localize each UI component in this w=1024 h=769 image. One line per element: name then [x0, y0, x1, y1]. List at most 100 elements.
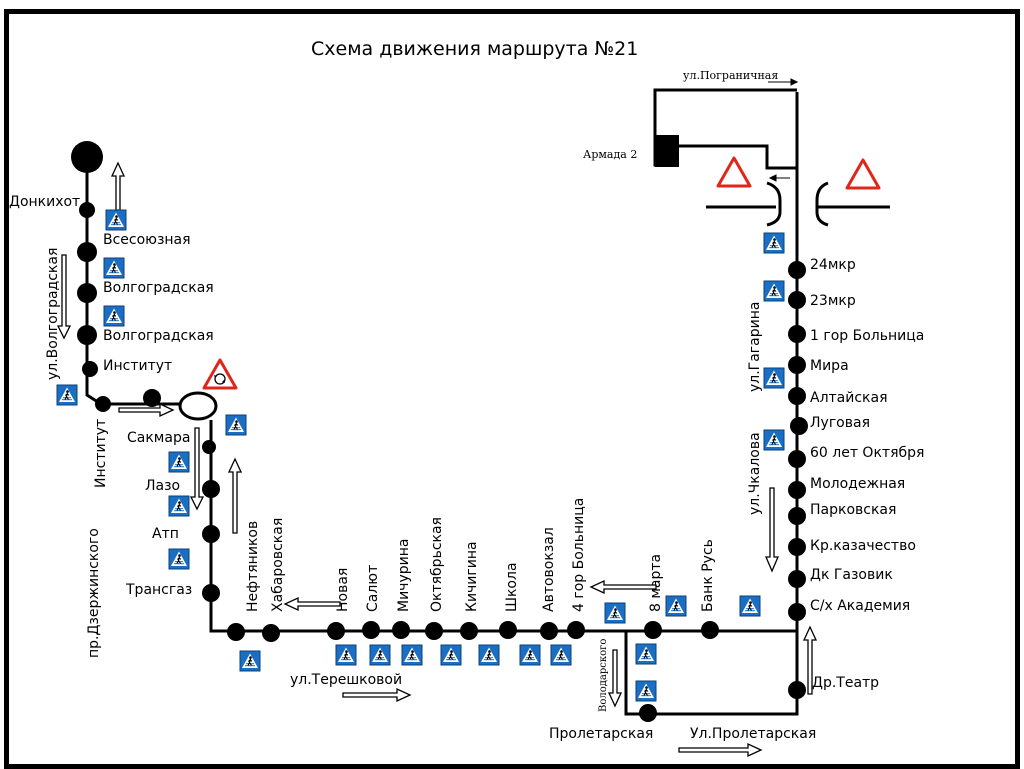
stop-dot-institut [82, 361, 98, 377]
stop-label-kichigina: Кичигина [464, 541, 480, 612]
stop-label-transgaz: Трансгаз [125, 582, 192, 598]
stop-dot-dr-teatr [788, 681, 806, 699]
pedestrian-crossing-icon [335, 644, 357, 666]
stop-dot-michurina [392, 621, 410, 639]
stop-label-atp: Атп [152, 526, 179, 542]
pedestrian-crossing-icon [478, 644, 500, 666]
pedestrian-crossing-icon [369, 644, 391, 666]
stop-dot-avtovokzal [540, 622, 558, 640]
warning-triangle-icon [845, 158, 881, 190]
stop-dot-salyut [362, 621, 380, 639]
stop-dot-shkola [499, 621, 517, 639]
stop-label-molodezhnaya: Молодежная [810, 476, 905, 492]
stop-label-kr-kazachestvo: Кр.казачество [810, 538, 916, 554]
stop-label-mira: Мира [810, 358, 849, 374]
street-label-proletarskaya: Ул.Пролетарская [690, 726, 816, 742]
street-label-institut: Институт [93, 419, 109, 488]
stop-dot-23mkr [788, 291, 806, 309]
stop-label-shkola: Школа [504, 562, 520, 612]
street-label-volgogradskaya: ул.Волгоградская [45, 248, 61, 380]
stop-dot-sakmara [202, 440, 216, 454]
terminal-stop [71, 141, 103, 173]
pedestrian-crossing-icon [239, 650, 261, 672]
stop-label-altayskaya: Алтайская [810, 390, 888, 406]
stop-dot-parkovskaya [788, 507, 806, 525]
street-label-tereshkovoy: ул.Терешковой [290, 672, 402, 688]
stop-dot-bank-rus [701, 621, 719, 639]
stop-label-volgogradskaya-1: Волгоградская [103, 280, 214, 296]
street-label-pogranichnaya: ул.Пограничная [683, 69, 778, 82]
stop-dot-volgogradskaya-2 [77, 325, 97, 345]
stop-label-oktyabrskaya: Октябрьская [429, 517, 445, 612]
arrow-up-icon [110, 161, 126, 211]
stop-label-michurina: Мичурина [396, 539, 412, 612]
stop-label-1-gor-bolnica: 1 гор Больница [810, 328, 924, 344]
stop-label-dr-teatr: Др.Театр [812, 675, 879, 691]
stop-dot-1-gor-bolnica [788, 325, 806, 343]
stop-label-avtovokzal: Автовокзал [541, 527, 557, 612]
pedestrian-crossing-icon [550, 644, 572, 666]
arrow-down-icon [765, 487, 779, 573]
pedestrian-crossing-icon [763, 429, 785, 451]
armada-label: Армада 2 [583, 148, 637, 161]
junction-roads [706, 181, 890, 227]
stop-dots [77, 202, 808, 722]
stop-dot-donkihot [79, 202, 95, 218]
stop-dot-60-let-oktyabrya [788, 450, 806, 468]
stop-label-institut: Институт [103, 358, 172, 374]
diagram-frame [4, 9, 1020, 769]
pedestrian-crossing-icon [401, 644, 423, 666]
pedestrian-crossing-icon [103, 305, 125, 327]
stop-label-dk-gazovik: Дк Газовик [810, 567, 893, 583]
roundabout [178, 391, 218, 421]
pedestrian-crossing-icon [635, 643, 657, 665]
stop-label-lazo: Лазо [145, 478, 180, 494]
stop-label-sakmara: Сакмара [127, 430, 190, 446]
stop-label-vsesoyuznaya: Всесоюзная [103, 232, 191, 248]
arrow-left-icon [589, 579, 657, 595]
stop-label-bank-rus: Банк Русь [700, 539, 716, 612]
stop-label-neftyanikov: Нефтяников [245, 521, 261, 612]
stop-label-parkovskaya: Парковская [810, 502, 896, 518]
pedestrian-crossing-icon [763, 232, 785, 254]
pedestrian-crossing-icon [665, 595, 687, 617]
thin-arrow-icons [768, 78, 799, 182]
stop-dot-atp [202, 525, 220, 543]
stop-dot-mira [788, 356, 806, 374]
stop-dot-proletarskaya [639, 704, 657, 722]
stop-dot-habarovskaya [262, 624, 280, 642]
diagram-title: Схема движения маршрута №21 [311, 38, 638, 60]
stop-label-8-marta: 8 марта [648, 554, 664, 612]
pedestrian-crossing-icon [604, 602, 626, 624]
stop-dot-molodezhnaya [788, 481, 806, 499]
street-label-gagarina: ул.Гагарина [747, 302, 763, 392]
warning-triangle-icon [716, 156, 752, 188]
street-label-dzerzhinskogo: пр.Дзержинского [86, 528, 102, 658]
stop-label-24mkr: 24мкр [810, 257, 856, 273]
direction-arrow-icons [56, 161, 818, 758]
stop-dot-lugovaya [790, 417, 808, 435]
pedestrian-crossing-icon [105, 209, 127, 231]
stop-dot-transgaz [202, 584, 220, 602]
stop-dot-24mkr [788, 261, 806, 279]
roundabout-warning-icon [202, 358, 238, 390]
stop-dot-novaya [327, 622, 345, 640]
stop-dot-volgogradskaya-1 [77, 283, 97, 303]
stop-dot-kr-kazachestvo [788, 538, 806, 556]
pedestrian-crossing-icon [635, 680, 657, 702]
street-label-volodarskogo: Володарского [598, 639, 609, 712]
stop-label-23mkr: 23мкр [810, 293, 856, 309]
stop-dot-lazo [202, 480, 220, 498]
pedestrian-crossing-icon [56, 384, 78, 406]
stop-dot-institut-2 [95, 396, 111, 412]
stop-dot-dk-gazovik [788, 570, 806, 588]
pedestrian-crossing-icon [440, 644, 462, 666]
pedestrian-crossing-icon [168, 451, 190, 473]
stop-label-volgogradskaya-2: Волгоградская [103, 328, 214, 344]
arrow-right-icon [342, 687, 412, 703]
stop-dot-altayskaya [788, 387, 806, 405]
arrow-up-icon [802, 625, 818, 695]
stop-dot-4-gor-bolnica [567, 621, 585, 639]
street-label-chkalova: ул.Чкалова [747, 432, 763, 515]
stop-label-donkihot: Донкихот [9, 194, 80, 210]
